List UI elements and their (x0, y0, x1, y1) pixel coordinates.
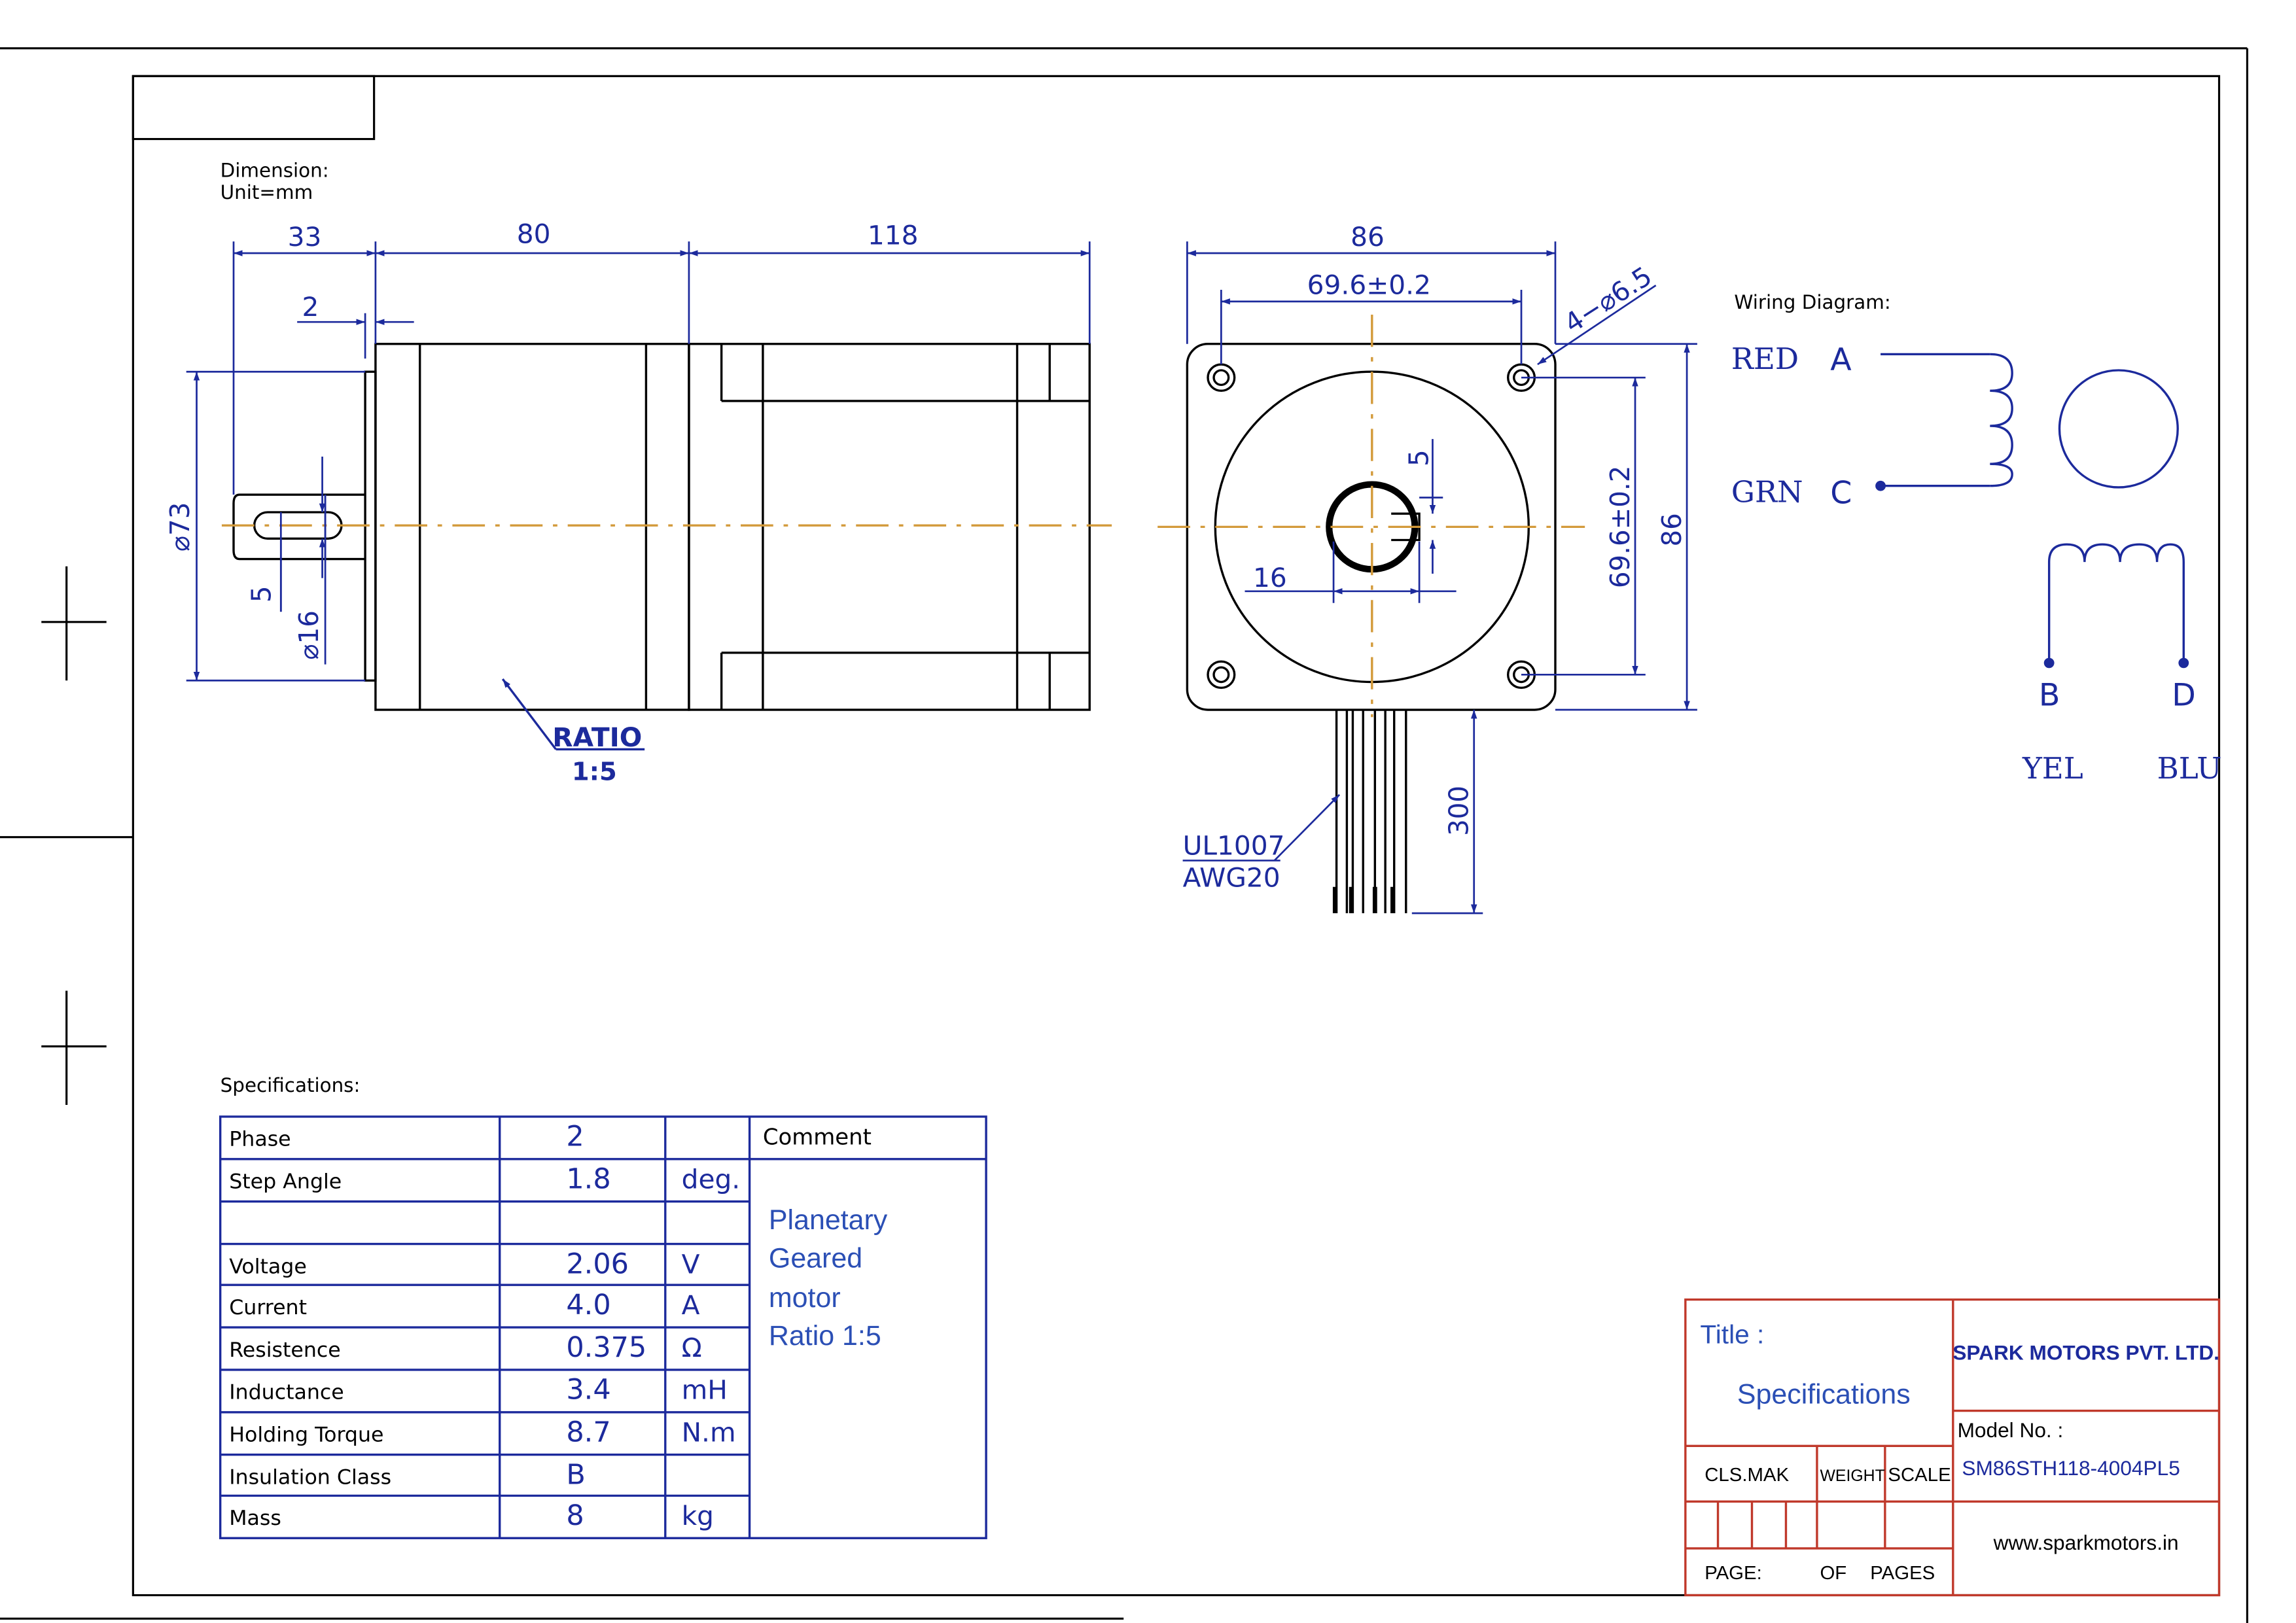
ratio-value: 1:5 (572, 758, 617, 787)
spec-value: 3.4 (566, 1374, 610, 1406)
model-value: SM86STH118-4004PL5 (1962, 1457, 2180, 1480)
terminal-d: D (2172, 678, 2196, 714)
spec-param: Voltage (229, 1255, 307, 1278)
spec-param: Step Angle (229, 1170, 342, 1194)
spec-value: 2.06 (566, 1248, 629, 1281)
terminal-c: C (1830, 476, 1852, 512)
wiring-diagram (1881, 353, 2185, 663)
spec-unit: N.m (682, 1417, 736, 1448)
side-view-dimension-lines (186, 241, 1091, 682)
spec-unit: mH (682, 1374, 728, 1406)
dim-pitch-side: 69.6±0.2 (1604, 466, 1636, 588)
dim-motor-length: 118 (868, 220, 919, 251)
wiring-labels: RED GRN YEL BLU (1731, 341, 2222, 786)
spec-param: Insulation Class (229, 1466, 391, 1490)
spec-value: 4.0 (566, 1289, 610, 1321)
comment-line: Ratio 1:5 (769, 1320, 881, 1352)
spec-unit: kg (682, 1500, 714, 1531)
terminal-a: A (1830, 342, 1851, 378)
ratio-label: RATIO (552, 722, 642, 753)
scale-label: SCALE (1888, 1465, 1951, 1486)
wire-blu: BLU (2157, 751, 2222, 786)
dim-pilot-length: 2 (302, 291, 319, 323)
dim-square-side: 86 (1656, 513, 1687, 546)
specs-title: Specifications: (221, 1074, 361, 1096)
wiring-title: Wiring Diagram: (1734, 291, 1890, 313)
dimension-label: Dimension: (221, 160, 329, 182)
dim-pitch-top: 69.6±0.2 (1307, 270, 1431, 301)
cable-type: UL1007 (1183, 830, 1285, 862)
spec-param: Phase (229, 1128, 291, 1151)
comment-header: Comment (763, 1125, 872, 1150)
comment-text: Planetary Geared motor Ratio 1:5 (769, 1204, 888, 1351)
cable-gauge: AWG20 (1183, 862, 1280, 894)
pages-label: PAGES (1870, 1563, 1935, 1584)
spec-param: Current (229, 1296, 307, 1319)
spec-param: Inductance (229, 1381, 344, 1405)
title-value: Specifications (1737, 1379, 1911, 1410)
company-name: SPARK MOTORS PVT. LTD. (1952, 1341, 2219, 1364)
spec-value: 0.375 (566, 1331, 646, 1364)
ratio-leader (501, 678, 645, 751)
registration-crosses (41, 566, 107, 1106)
wire-grn: GRN (1731, 475, 1803, 510)
spec-value: 2 (566, 1121, 584, 1153)
dim-shaft-diameter: ⌀16 (293, 610, 325, 659)
terminal-b: B (2039, 678, 2060, 714)
title-block-grid (1684, 1298, 2221, 1597)
page-label: PAGE: (1704, 1563, 1762, 1584)
spec-value: 8.7 (566, 1416, 610, 1449)
title-label: Title : (1700, 1319, 1764, 1350)
wiring-terminals (1875, 480, 2189, 669)
dim-lead-length: 300 (1443, 786, 1474, 836)
spec-value: B (566, 1459, 585, 1492)
weight-label: WEIGHT (1820, 1467, 1884, 1485)
front-view-dimension-lines (1182, 241, 1697, 915)
website: www.sparkmotors.in (1993, 1531, 2179, 1554)
dim-gearbox-length: 80 (517, 218, 551, 250)
spec-unit: Ω (682, 1332, 702, 1363)
dim-key-width-front: 5 (1403, 449, 1434, 466)
wire-yel: YEL (2022, 751, 2083, 786)
dim-key-width-side: 5 (245, 585, 277, 602)
side-view-body (232, 343, 1091, 711)
side-view-dimension-texts: 33 80 118 2 ⌀73 5 ⌀16 (164, 218, 919, 660)
front-view-dimension-texts: 86 69.6±0.2 4−⌀6.5 5 16 69.6±0.2 86 300 … (1183, 221, 1688, 894)
spec-value: 8 (566, 1499, 584, 1532)
spec-param: Resistence (229, 1338, 340, 1362)
dim-gearbox-diameter: ⌀73 (164, 502, 196, 551)
spec-unit: deg. (682, 1164, 741, 1195)
model-label: Model No. : (1958, 1419, 2064, 1442)
comment-line: Planetary (769, 1204, 888, 1236)
of-label: OF (1820, 1563, 1846, 1584)
dim-shaft-flat: 16 (1253, 562, 1287, 593)
dim-holes: 4−⌀6.5 (1559, 260, 1657, 339)
specs-table-grid (219, 1115, 987, 1539)
front-view-leads-ends (1332, 886, 1395, 913)
front-view-centerlines (1157, 314, 1585, 718)
wiring-terminal-letters: A C B D (1830, 342, 2195, 713)
comment-line: Geared (769, 1243, 862, 1274)
comment-line: motor (769, 1282, 841, 1314)
sheet-frame (0, 47, 2249, 1623)
unit-label: Unit=mm (221, 181, 313, 203)
spec-value: 1.8 (566, 1163, 610, 1196)
spec-unit: A (682, 1289, 700, 1321)
spec-param: Mass (229, 1507, 281, 1530)
dim-square: 86 (1351, 221, 1385, 253)
cls-mak-label: CLS.MAK (1704, 1465, 1789, 1486)
spec-unit: V (682, 1249, 700, 1280)
wire-red: RED (1731, 341, 1799, 376)
spec-param: Holding Torque (229, 1423, 383, 1447)
dim-flange-length: 33 (288, 221, 322, 253)
